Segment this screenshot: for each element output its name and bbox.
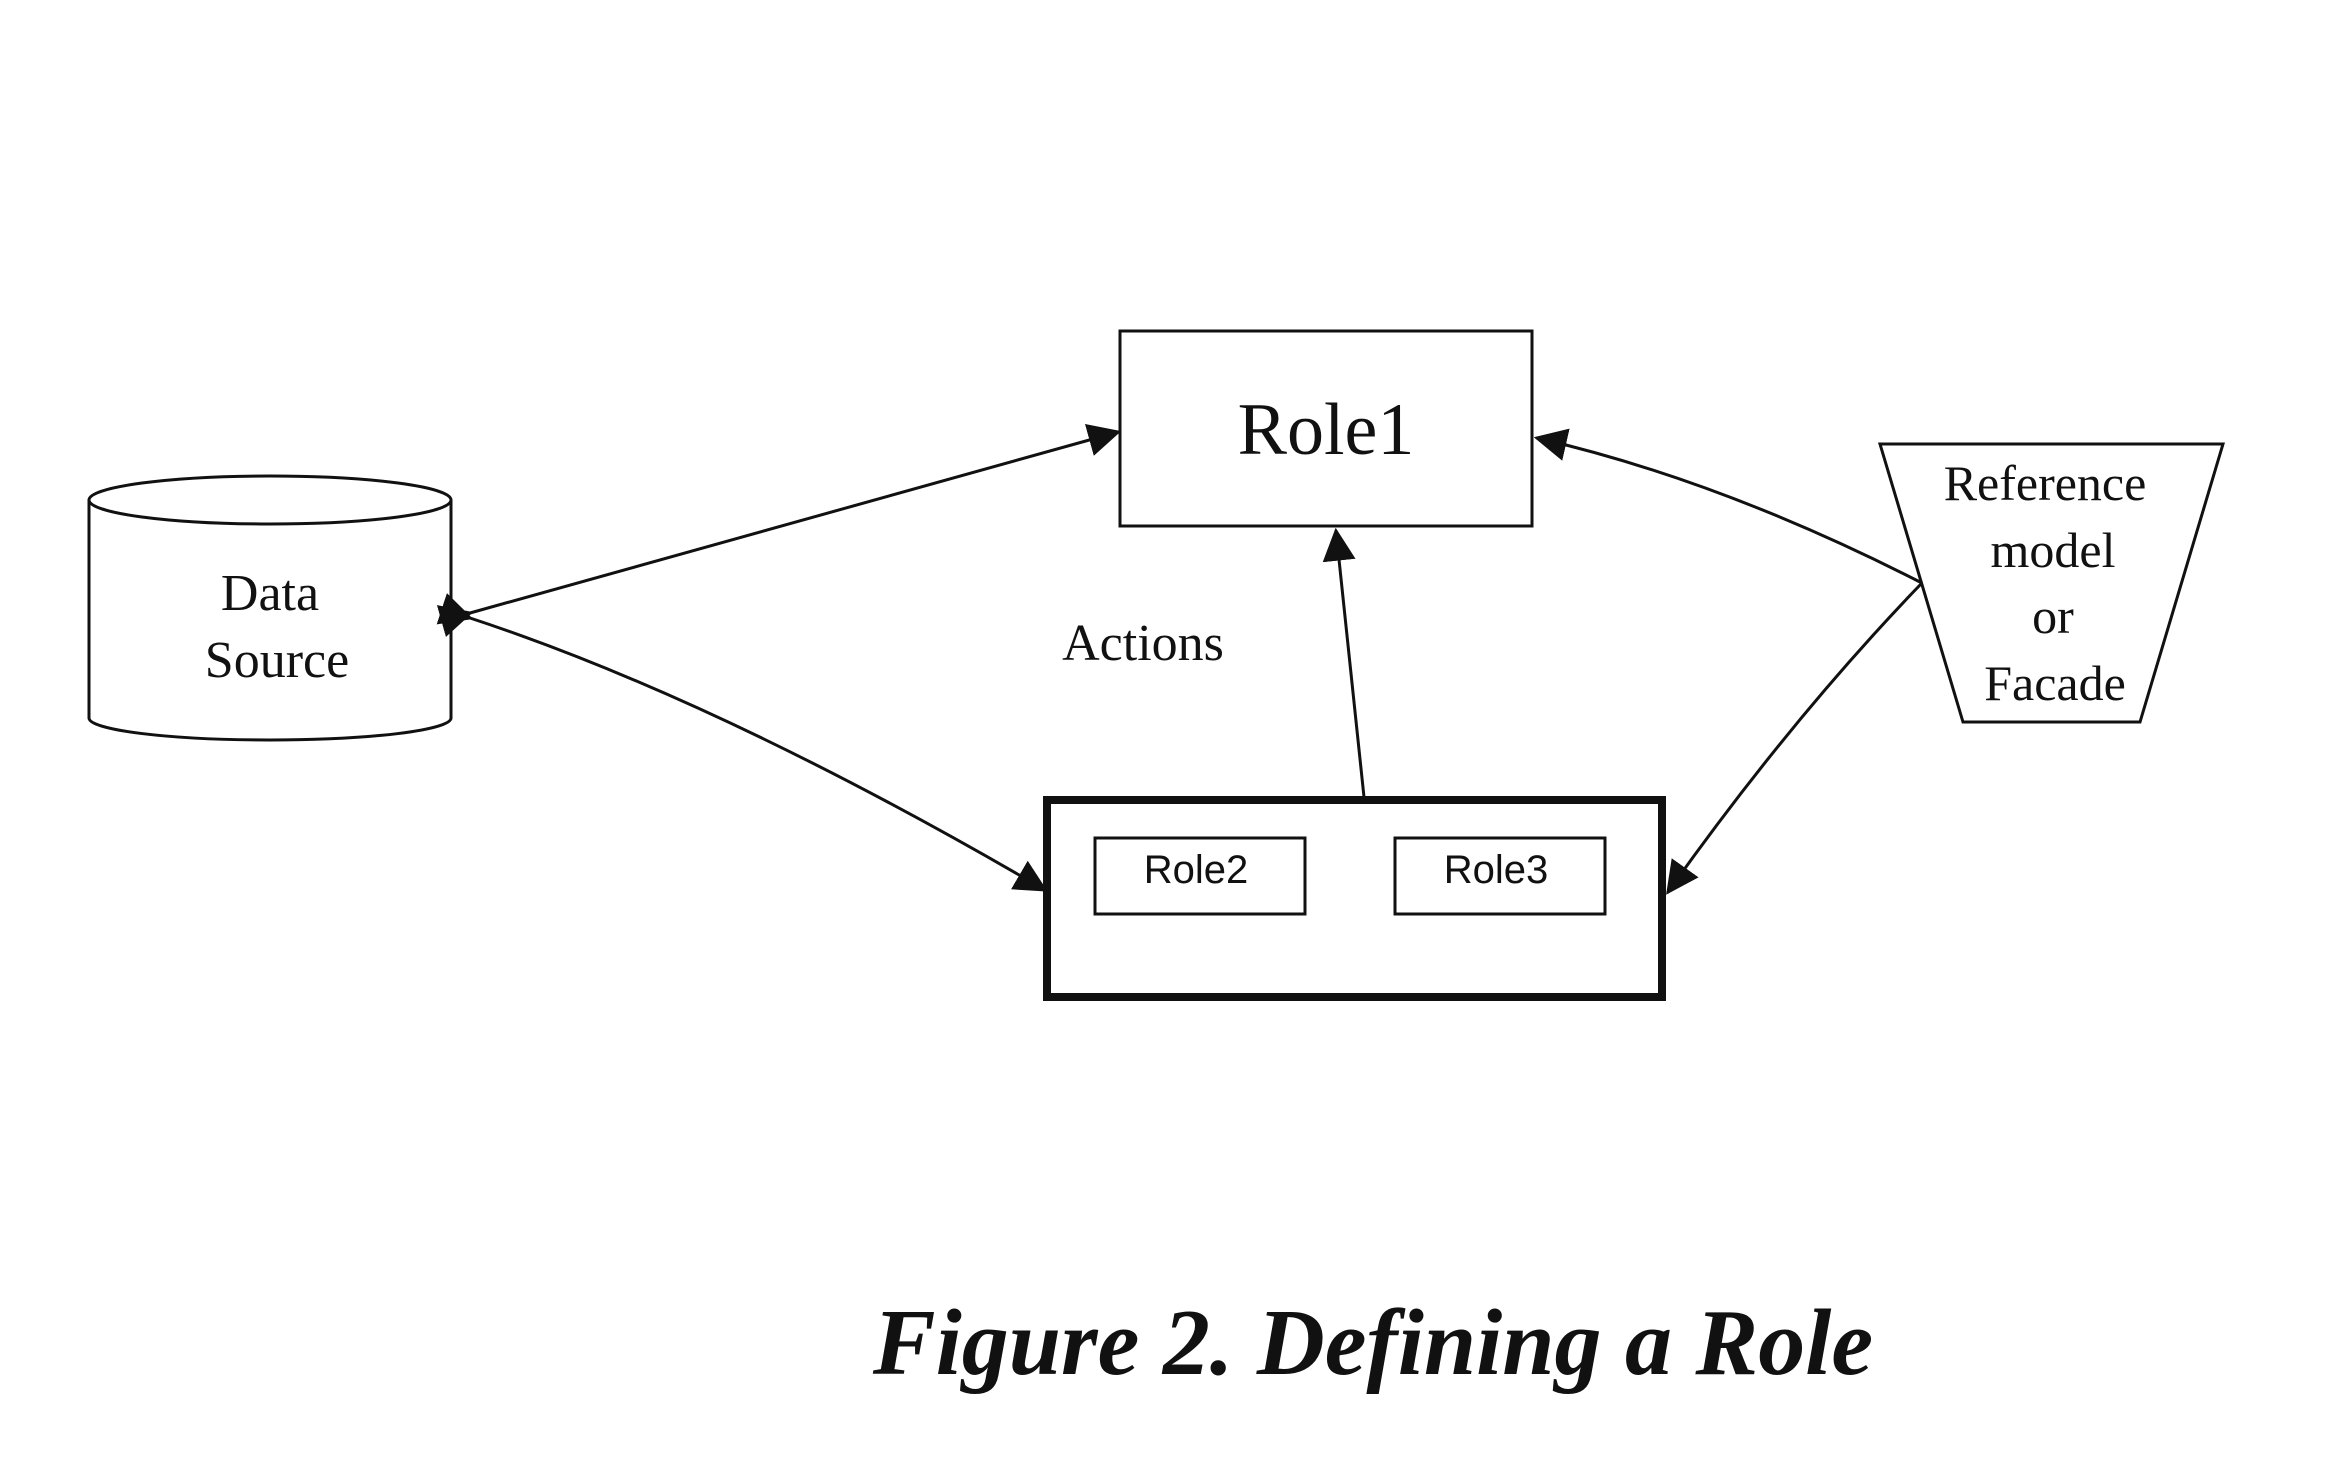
edge-reference-container	[1666, 583, 1922, 895]
data-source-label-line2: Source	[205, 632, 349, 689]
role1-box	[1118, 329, 1534, 528]
edge-container-role1	[1322, 527, 1366, 799]
reference-model-node[interactable]: Reference model or Facade	[1877, 442, 2226, 724]
reference-label-line1: Reference	[1944, 455, 2147, 511]
role3-label: Role3	[1444, 848, 1549, 892]
role2-node[interactable]: Role2	[1093, 836, 1307, 916]
edge-datasource-container	[436, 593, 1048, 892]
role3-box	[1393, 836, 1607, 916]
data-source-label-line1: Data	[221, 565, 319, 622]
edge-datasource-role1	[436, 424, 1122, 637]
reference-label-line4: Facade	[1984, 655, 2126, 711]
edge-reference-role1	[1533, 428, 1922, 584]
role1-label: Role1	[1238, 389, 1415, 471]
actions-label: Actions	[1062, 615, 1224, 672]
data-source-cylinder-body	[87, 500, 453, 742]
roles-container-node[interactable]: Role2 Role3	[1043, 796, 1666, 1001]
role2-box	[1093, 836, 1307, 916]
reference-label-line3: or	[2032, 588, 2074, 644]
reference-label-line2: model	[1991, 522, 2116, 578]
role2-label: Role2	[1144, 848, 1249, 892]
role3-node[interactable]: Role3	[1393, 836, 1607, 916]
role1-node[interactable]: Role1	[1118, 329, 1534, 528]
figure-caption: Figure 2. Defining a Role	[872, 1291, 1873, 1395]
data-source-cylinder-top	[87, 474, 453, 526]
reference-model-trapezoid	[1877, 442, 2226, 724]
data-source-node[interactable]: Data Source	[87, 474, 453, 742]
